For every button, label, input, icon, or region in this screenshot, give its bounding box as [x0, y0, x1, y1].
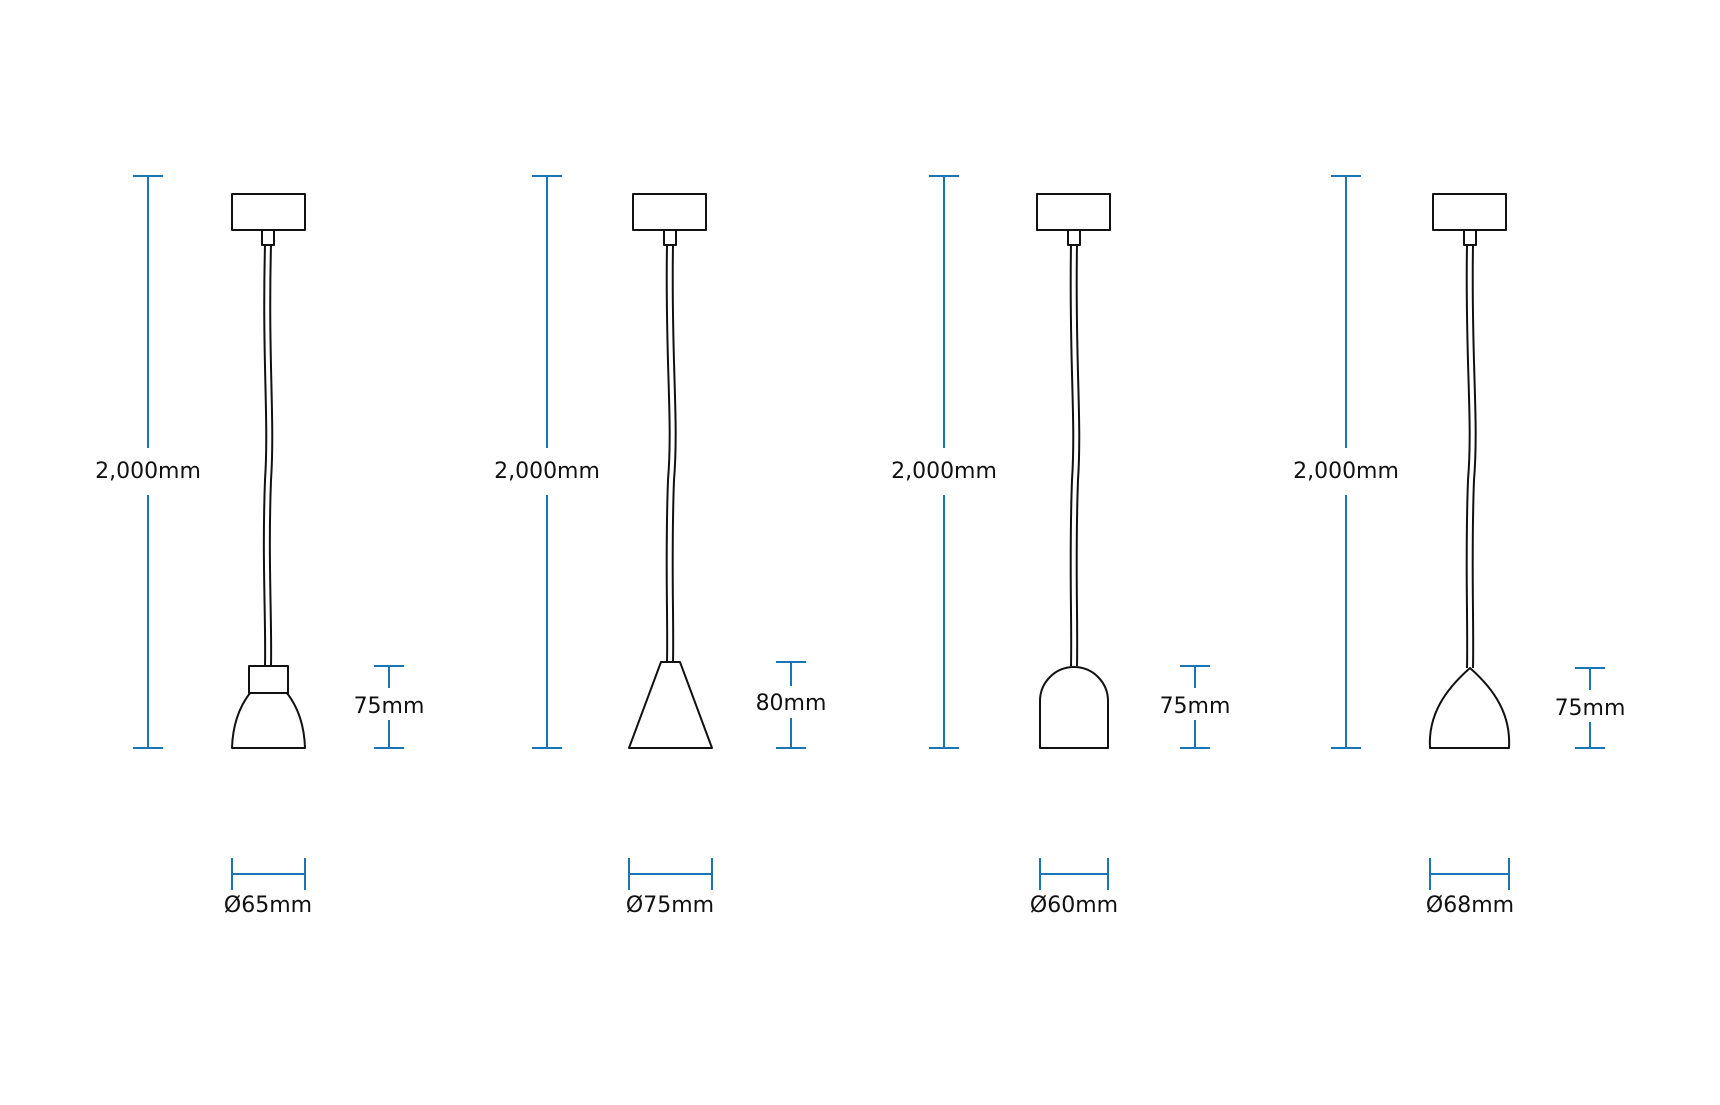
cord: [1069, 244, 1075, 667]
lamp-2-cord-length-label: 2,000mm: [494, 459, 600, 484]
cord: [665, 244, 671, 663]
lamp-2-height-dimension: 2,000mm: [494, 175, 600, 749]
lamp-4-height-dimension: 2,000mm: [1293, 175, 1399, 749]
lamp-3-diameter-dimension: Ø60mm: [1030, 858, 1118, 918]
cord-grip: [1067, 229, 1081, 246]
lamp-3-shade-height-dimension: 75mm: [1160, 665, 1231, 749]
lamp-shade: [231, 692, 306, 749]
lamp-2-diameter-label: Ø75mm: [626, 893, 714, 918]
shade-collar: [248, 665, 289, 694]
lamp-1-diameter-label: Ø65mm: [224, 893, 312, 918]
lamp-1-shade-height-label: 75mm: [354, 694, 425, 719]
lamp-3-shade-height-label: 75mm: [1160, 694, 1231, 719]
lamp-4-diameter-dimension: Ø68mm: [1426, 858, 1514, 918]
lamp-2-drawing: [628, 193, 713, 749]
lamp-3-diameter-label: Ø60mm: [1030, 893, 1118, 918]
lamp-2: 2,000mm 80mm Ø75mm: [494, 175, 827, 918]
lamp-3-cord-length-label: 2,000mm: [891, 459, 997, 484]
lamp-4: 2,000mm 75mm Ø68mm: [1293, 175, 1626, 918]
lamp-2-diameter-dimension: Ø75mm: [626, 858, 714, 918]
cord-grip: [1463, 229, 1477, 246]
lamp-1: 2,000mm 75mm Ø65mm: [95, 175, 425, 918]
lamp-4-diameter-label: Ø68mm: [1426, 893, 1514, 918]
lamp-3-drawing: [1036, 193, 1111, 749]
lamp-3-height-dimension: 2,000mm: [891, 175, 997, 749]
cord: [1465, 244, 1471, 669]
lamp-1-cord-length-label: 2,000mm: [95, 459, 201, 484]
cord-grip: [663, 229, 677, 246]
lamp-shade: [628, 661, 713, 749]
lamp-shade: [1039, 666, 1109, 749]
lamp-1-diameter-dimension: Ø65mm: [224, 858, 312, 918]
ceiling-canopy: [231, 193, 306, 231]
ceiling-canopy: [632, 193, 707, 231]
lamp-3: 2,000mm 75mm Ø60mm: [891, 175, 1231, 918]
lamp-1-height-dimension: 2,000mm: [95, 175, 201, 749]
lamp-1-drawing: [231, 193, 306, 749]
cord-grip: [261, 229, 275, 246]
lamp-4-drawing: [1428, 193, 1511, 749]
lamp-4-shade-height-label: 75mm: [1555, 696, 1626, 721]
lamp-2-shade-height-dimension: 80mm: [756, 661, 827, 749]
lamp-shade: [1428, 667, 1511, 749]
lamp-4-shade-height-dimension: 75mm: [1555, 667, 1626, 749]
ceiling-canopy: [1036, 193, 1111, 231]
lamp-1-shade-height-dimension: 75mm: [354, 665, 425, 749]
cord: [262, 244, 268, 667]
ceiling-canopy: [1432, 193, 1507, 231]
lamp-2-shade-height-label: 80mm: [756, 691, 827, 716]
lamp-4-cord-length-label: 2,000mm: [1293, 459, 1399, 484]
